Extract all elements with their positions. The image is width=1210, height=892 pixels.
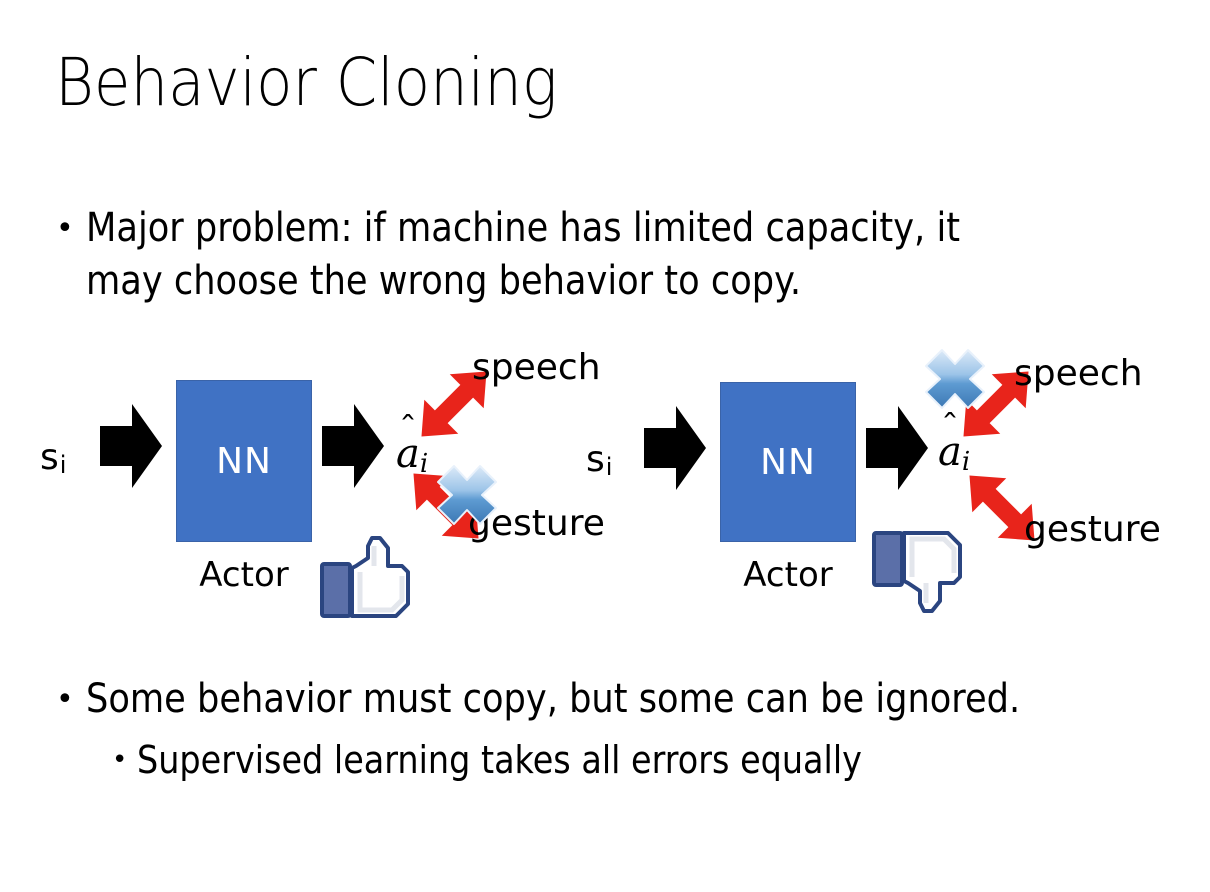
bullet-bottom-primary: • Some behavior must copy, but some can …	[56, 673, 1176, 725]
nn-box-left: NN	[176, 380, 312, 542]
input-arrow-icon-right	[644, 404, 706, 492]
bullet-marker-icon: •	[112, 745, 128, 775]
action-label-right: ai	[938, 432, 970, 482]
bullet-bottom-secondary: • Supervised learning takes all errors e…	[112, 735, 1172, 785]
block-x-icon-gesture-left	[434, 462, 500, 528]
nn-box-label-left: NN	[216, 440, 272, 482]
bullet-top: • Major problem: if machine has limited …	[56, 202, 1176, 308]
actor-label-left: Actor	[199, 555, 289, 595]
actor-label-right: Actor	[743, 555, 833, 595]
state-label-right: si	[586, 439, 613, 482]
bullet-bottom-primary-text: Some behavior must copy, but some can be…	[85, 676, 1020, 722]
nn-box-right: NN	[720, 382, 856, 542]
branch-label-speech-left: speech	[472, 347, 601, 388]
input-arrow-icon-left	[100, 402, 162, 490]
page-title: Behavior Cloning	[55, 44, 558, 121]
branch-arrow-speech-right	[940, 348, 1052, 460]
branch-label-speech-right: speech	[1014, 353, 1143, 394]
bullet-marker-icon: •	[56, 682, 74, 717]
branch-arrow-gesture-right	[946, 452, 1058, 564]
branch-arrow-speech-left	[398, 348, 510, 460]
bullet-bottom-secondary-text: Supervised learning takes all errors equ…	[137, 738, 863, 782]
thumbs-up-icon-left	[316, 532, 416, 624]
bullet-top-text: Major problem: if machine has limited ca…	[85, 205, 960, 304]
nn-box-label-right: NN	[760, 441, 816, 483]
block-x-icon-speech-right	[922, 346, 988, 412]
thumbs-down-icon-right	[868, 525, 968, 617]
output-arrow-icon-left	[322, 402, 384, 490]
action-label-left: ai	[396, 434, 428, 484]
branch-label-gesture-right: gesture	[1024, 509, 1161, 550]
output-arrow-icon-right	[866, 404, 928, 492]
diagram-right: si NN Actor ai	[546, 340, 1210, 630]
state-label-left: si	[40, 437, 67, 480]
diagram-left: si NN Actor ai	[0, 340, 605, 630]
bullet-marker-icon: •	[56, 211, 74, 246]
